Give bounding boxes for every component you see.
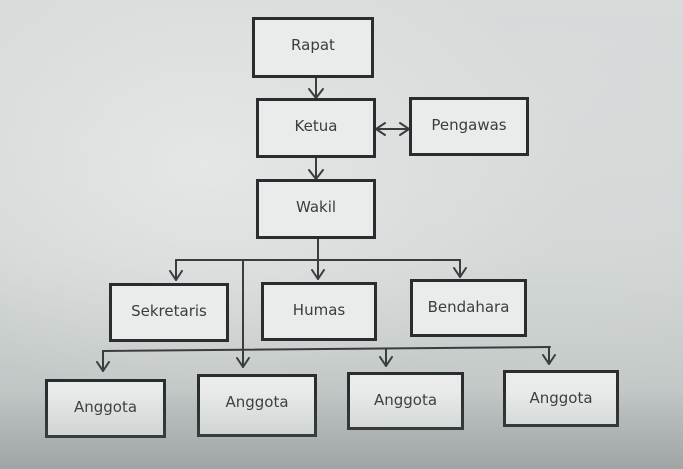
arrowhead-anggota-3 [379,356,393,367]
node-anggota-4-label: Anggota [529,389,593,407]
arrowhead-anggota-1 [96,361,110,372]
node-ketua: Ketua [256,98,376,158]
node-sekretaris: Sekretaris [109,283,229,342]
node-wakil: Wakil [256,179,376,239]
node-anggota-1: Anggota [45,379,166,438]
node-ketua-label: Ketua [294,117,338,135]
node-rapat-label: Rapat [291,36,335,54]
node-sekretaris-label: Sekretaris [131,302,207,320]
node-anggota-3: Anggota [347,372,464,430]
node-wakil-label: Wakil [295,198,337,216]
node-anggota-1-label: Anggota [73,398,138,416]
node-anggota-3-label: Anggota [373,391,438,409]
node-rapat: Rapat [252,17,374,78]
node-anggota-2: Anggota [197,374,317,437]
node-bendahara: Bendahara [410,279,527,337]
node-bendahara-label: Bendahara [427,298,510,316]
arrowhead-bendahara [453,267,467,278]
node-humas: Humas [261,282,377,341]
node-pengawas: Pengawas [409,97,529,156]
node-pengawas-label: Pengawas [431,116,507,134]
arrowhead-ketua-side [375,122,386,136]
arrowhead-humas [311,269,325,280]
node-anggota-2-label: Anggota [225,393,289,411]
arrowhead-anggota-4 [542,354,556,365]
arrowhead-anggota-2 [236,357,250,368]
node-humas-label: Humas [292,301,346,319]
arrowhead-sekretaris [169,270,183,281]
branch-bar-lower [102,346,551,352]
node-anggota-4: Anggota [503,370,619,427]
